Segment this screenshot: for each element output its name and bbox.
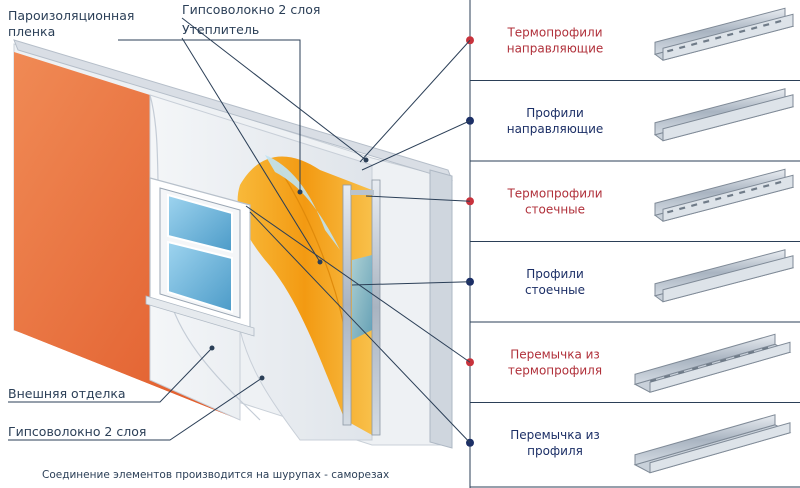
profile-leader-line <box>245 205 471 363</box>
profile-leader-line <box>361 120 471 171</box>
metal-stud-right <box>371 179 381 436</box>
profile-label: направляющие <box>507 122 604 136</box>
profile-row: Профили стоечные <box>466 241 800 303</box>
profile-row: Термопрофили стоечные <box>466 160 800 222</box>
leader-insulation <box>181 37 321 263</box>
footer-note: Соединение элементов производится на шур… <box>42 469 389 481</box>
sheet-side-edge <box>429 169 453 449</box>
thermo-profile-icon <box>653 7 795 61</box>
thermo-profile-icon <box>653 168 795 222</box>
profile-label: стоечные <box>525 283 585 297</box>
vapor-barrier-film <box>265 155 340 250</box>
profile-label: стоечные <box>525 202 585 216</box>
wall-illustration <box>13 39 453 449</box>
profile-row: Термопрофили направляющие <box>466 7 795 61</box>
metal-stud-left <box>342 184 352 426</box>
profile-label: Перемычка из <box>510 428 600 442</box>
profile-label: термопрофиля <box>508 363 602 377</box>
profile-label: направляющие <box>507 41 604 55</box>
profile-label: профиля <box>527 444 583 458</box>
window <box>145 177 255 337</box>
profile-leader-line <box>249 211 471 444</box>
profile-leader-line <box>365 195 471 202</box>
profile-leader-lines <box>245 39 471 444</box>
insulation-layer <box>237 156 372 436</box>
profile-row: Перемычка из профиля <box>466 402 800 474</box>
steel-profile-icon <box>653 249 795 303</box>
leader-gypsum-top <box>181 17 367 161</box>
profile-leader-line <box>351 281 471 286</box>
profile-label: Термопрофили <box>506 25 602 39</box>
profile-row: Профили направляющие <box>466 80 800 142</box>
leader-exterior-finish <box>8 347 213 403</box>
steel-profile-icon <box>653 88 795 142</box>
label-gypsum-top: Гипсоволокно 2 слоя <box>182 2 320 17</box>
label-gypsum-bottom: Гипсоволокно 2 слоя <box>8 424 146 439</box>
profile-label: Термопрофили <box>506 186 602 200</box>
steel-profile-icon <box>633 414 792 474</box>
profile-label: Профили <box>526 267 584 281</box>
label-insulation: Утеплитель <box>182 22 259 37</box>
profile-leader-line <box>359 39 471 163</box>
profile-label: Перемычка из <box>510 347 600 361</box>
wall-leader-lines <box>8 17 367 441</box>
profile-label: Профили <box>526 106 584 120</box>
leader-gypsum-bottom <box>8 377 263 441</box>
label-exterior-finish: Внешняя отделка <box>8 386 126 401</box>
thermo-profile-icon <box>633 333 792 393</box>
label-vapor-barrier-line1: Пароизоляционная <box>8 8 134 23</box>
label-vapor-barrier-line2: пленка <box>8 24 55 39</box>
profile-table: ТермопрофилинаправляющиеПрофилинаправляю… <box>466 0 800 488</box>
leader-vapor-barrier <box>118 39 301 190</box>
profile-row: Перемычка из термопрофиля <box>466 321 800 393</box>
